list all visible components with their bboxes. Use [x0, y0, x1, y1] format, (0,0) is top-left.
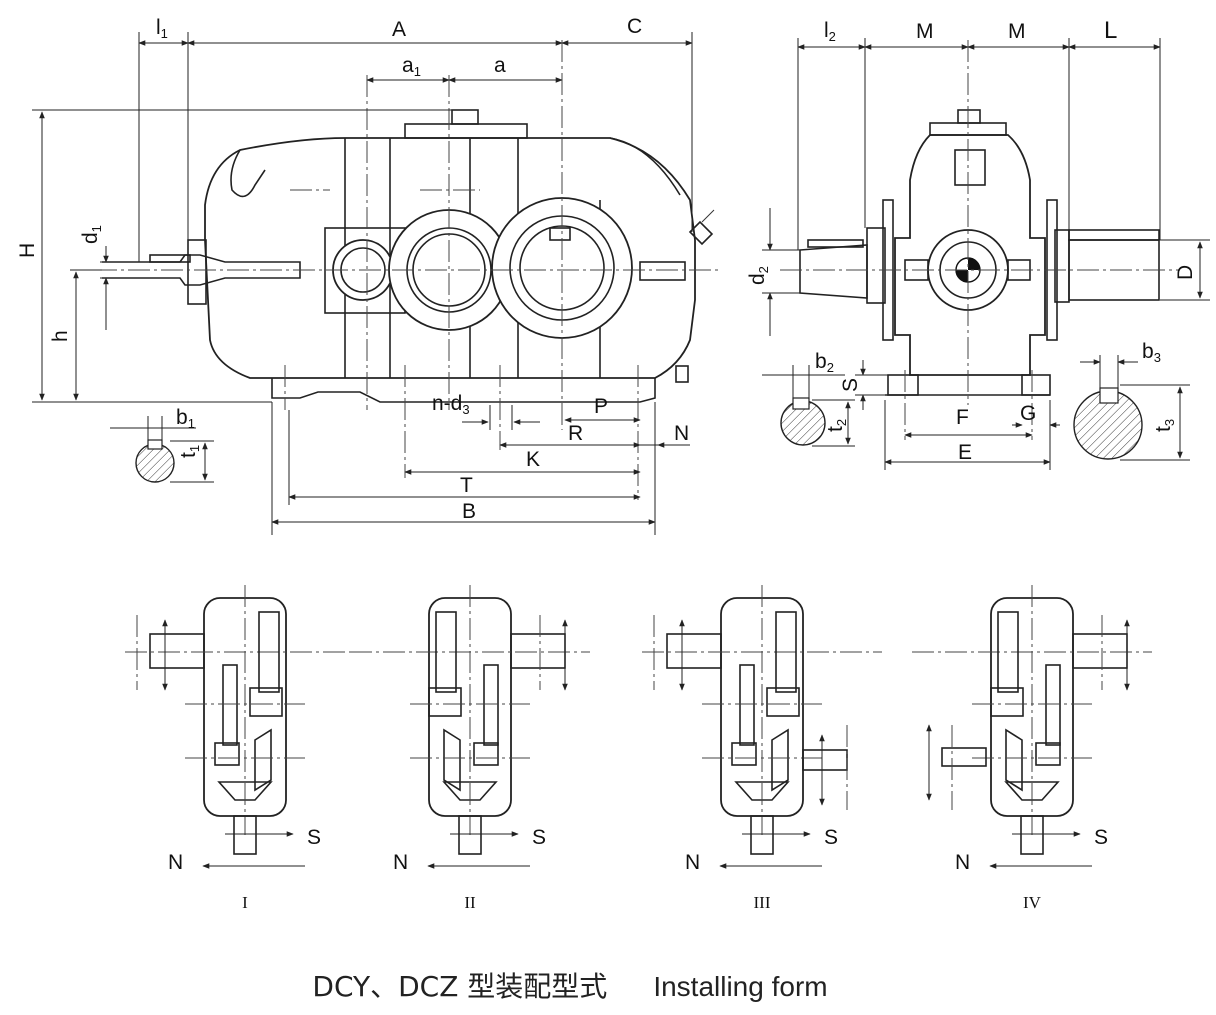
label-A: A — [392, 18, 406, 41]
label-B: B — [462, 500, 476, 523]
oil-level-plug — [688, 220, 714, 246]
label-T: T — [460, 474, 473, 497]
label-S: S — [307, 826, 321, 849]
form-number: II — [464, 893, 476, 912]
label-h: h — [49, 330, 72, 342]
label-M-right: M — [1008, 20, 1026, 43]
label-R: R — [568, 422, 583, 445]
label-l1: l1 — [156, 16, 168, 41]
label-E: E — [958, 441, 972, 464]
label-n-d3: n-d3 — [432, 392, 470, 417]
label-N: N — [674, 422, 689, 445]
mounting-form-1: S N I — [125, 585, 365, 912]
label-C: C — [627, 15, 642, 38]
side-left-shaft — [799, 244, 868, 299]
front-view — [32, 32, 720, 535]
label-S-side: S — [839, 378, 862, 392]
caption: DCY、DCZ 型装配型式 Installing form — [0, 965, 1140, 1005]
label-D: D — [1174, 265, 1197, 280]
label-G: G — [1020, 402, 1036, 425]
side-labels: l2 M M L d2 D b2 S t2 F G E b3 t3 — [746, 17, 1197, 464]
label-N: N — [168, 851, 183, 874]
label-d1: d1 — [79, 225, 104, 244]
label-S: S — [1094, 826, 1108, 849]
mounting-form-2: S N II — [350, 585, 590, 912]
label-t3: t3 — [1152, 419, 1177, 432]
lifting-lug — [230, 149, 266, 198]
label-l2: l2 — [824, 19, 836, 44]
label-b2: b2 — [815, 350, 834, 375]
mounting-form-3: S N III — [642, 585, 882, 912]
label-a: a — [494, 54, 506, 77]
form-number: I — [242, 893, 248, 912]
caption-cn: DCY、DCZ 型装配型式 — [312, 970, 608, 1003]
caption-en: Installing form — [653, 971, 828, 1002]
label-S: S — [824, 826, 838, 849]
front-base — [271, 378, 656, 403]
label-N: N — [955, 851, 970, 874]
label-b1: b1 — [176, 406, 195, 431]
label-K: K — [526, 448, 540, 471]
label-L: L — [1104, 17, 1117, 44]
mounting-form-4: S N IV — [912, 585, 1152, 912]
vent-plug — [451, 109, 479, 125]
label-a1: a1 — [402, 54, 421, 79]
section-b1-t1 — [135, 443, 175, 483]
label-P: P — [594, 395, 608, 418]
form-number: III — [754, 893, 771, 912]
side-view — [762, 38, 1210, 470]
label-F: F — [956, 406, 969, 429]
label-N: N — [393, 851, 408, 874]
inspection-cover — [404, 123, 528, 139]
front-labels: l1 A C a1 a H h d1 n-d3 P R N K T B b1 t… — [16, 15, 689, 523]
label-M-left: M — [916, 20, 934, 43]
label-t1: t1 — [177, 445, 202, 458]
form-number: IV — [1023, 893, 1042, 912]
label-H: H — [16, 243, 39, 258]
input-key — [149, 254, 191, 263]
mounting-forms: S N I S N II S N III S N IV — [125, 585, 1152, 912]
drain-plug — [675, 365, 689, 383]
label-t2: t2 — [824, 419, 849, 432]
label-N: N — [685, 851, 700, 874]
label-d2: d2 — [746, 266, 771, 285]
label-b3: b3 — [1142, 340, 1161, 365]
rear-lug — [609, 137, 681, 196]
label-S: S — [532, 826, 546, 849]
